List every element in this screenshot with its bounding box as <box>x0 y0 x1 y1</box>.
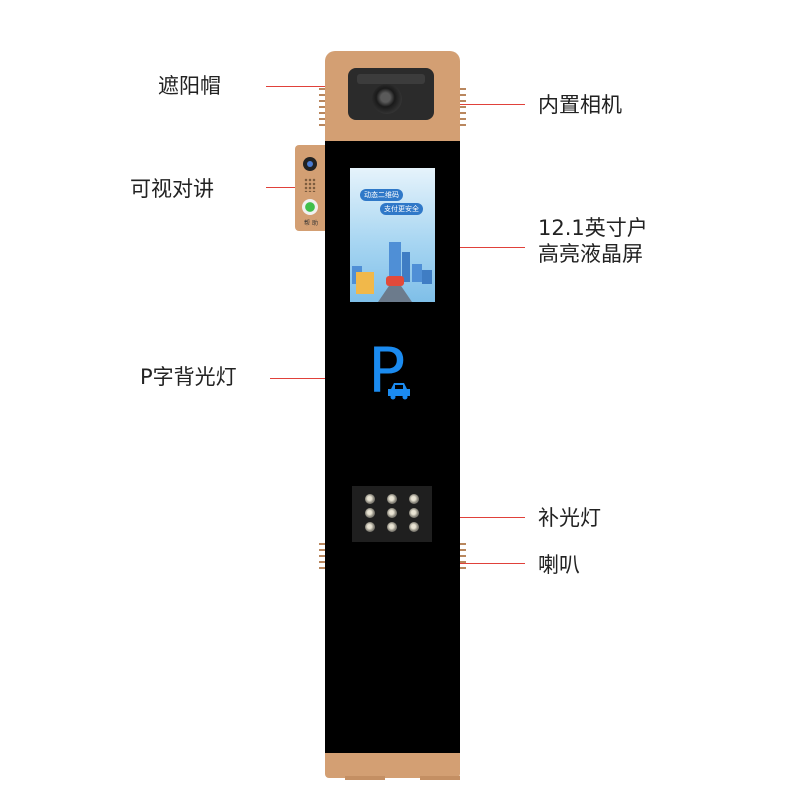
led-icon <box>387 522 397 532</box>
label-lcd-line2: 高亮液晶屏 <box>538 242 643 267</box>
label-fill-light: 补光灯 <box>538 506 601 530</box>
label-lcd-line1: 12.1英寸户 <box>538 216 648 240</box>
leader-speaker <box>460 563 525 564</box>
base-foot-left <box>345 776 385 780</box>
label-video-intercom: 可视对讲 <box>130 177 214 201</box>
label-sun-visor: 遮阳帽 <box>158 74 221 98</box>
camera-top <box>357 74 425 84</box>
help-button[interactable] <box>302 199 318 215</box>
label-p-backlight: P字背光灯 <box>140 365 237 389</box>
led-icon <box>365 494 375 504</box>
car-icon <box>388 383 410 400</box>
led-icon <box>409 494 419 504</box>
device-base <box>325 753 460 778</box>
vent-right <box>460 88 466 128</box>
led-icon <box>365 508 375 518</box>
camera-lens-icon <box>372 84 402 114</box>
speaker-grill-left <box>319 543 325 573</box>
led-icon <box>409 522 419 532</box>
car-icon <box>386 276 404 286</box>
leader-intercom <box>266 187 300 188</box>
label-speaker: 喇叭 <box>538 553 580 577</box>
base-foot-right <box>420 776 460 780</box>
leader-fill-light <box>430 517 525 518</box>
led-icon <box>365 522 375 532</box>
leader-p-backlight <box>270 378 373 379</box>
building-icon <box>412 264 422 282</box>
led-icon <box>409 508 419 518</box>
intercom-mic-icon <box>304 178 316 192</box>
vent-left <box>319 88 325 128</box>
building-icon <box>389 242 401 282</box>
help-button-label: 帮 助 <box>304 220 318 227</box>
screen-tag-dynamic-qr: 动态二维码 <box>360 189 403 201</box>
building-icon <box>422 270 432 284</box>
building-icon <box>402 252 410 282</box>
label-lcd: 12.1英寸户 高亮液晶屏 <box>538 215 648 268</box>
led-icon <box>387 494 397 504</box>
leader-lcd <box>432 247 525 248</box>
leader-sun-visor <box>266 86 350 87</box>
intercom-camera-icon <box>303 157 317 171</box>
screen-tag-secure-pay: 支付更安全 <box>380 203 423 215</box>
parcel-icon <box>356 272 374 294</box>
label-builtin-camera: 内置相机 <box>538 93 622 117</box>
speaker-grill-right <box>460 543 466 573</box>
led-icon <box>387 508 397 518</box>
